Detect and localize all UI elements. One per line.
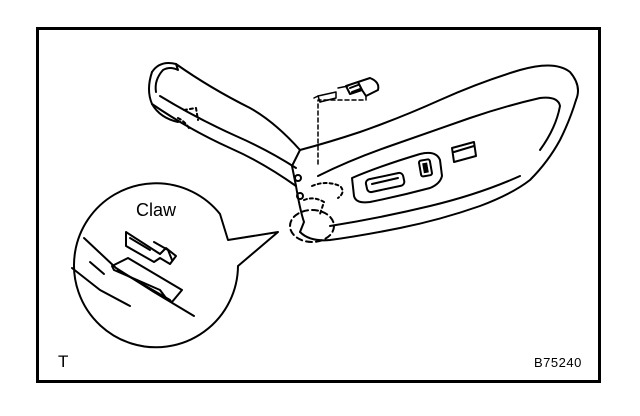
claw-callout-bubble <box>73 182 279 349</box>
screw <box>313 77 380 103</box>
claw-highlight-circle <box>289 209 335 243</box>
screw-leader-line <box>317 95 367 167</box>
claw-detail <box>71 231 195 317</box>
figure-code: B75240 <box>534 355 582 370</box>
corner-mark: T <box>58 352 69 371</box>
claw-label: Claw <box>136 200 177 220</box>
seat-side-trim <box>148 62 579 242</box>
